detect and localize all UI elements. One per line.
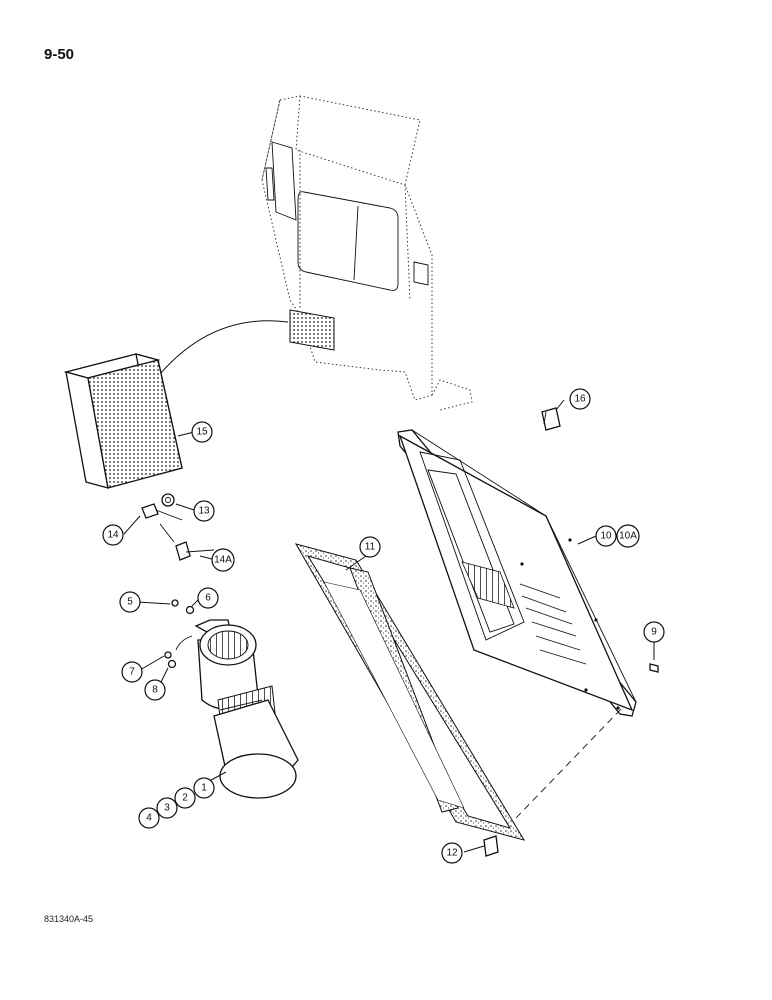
callout-label: 10: [600, 531, 612, 542]
callout-9: 9: [643, 621, 665, 643]
callout-5: 5: [119, 591, 141, 613]
alignment-line: [515, 707, 623, 819]
callout-6: 6: [197, 587, 219, 609]
callout-7: 7: [121, 661, 143, 683]
screw: [649, 663, 659, 673]
page-number: 9-50: [44, 46, 75, 63]
cab-phantom-outline: [261, 95, 473, 411]
washer-hole: [165, 497, 171, 503]
leader-lines: [123, 399, 655, 853]
callout-label: 16: [574, 394, 586, 405]
callout-10a: 10A: [616, 524, 640, 548]
callout-label: 8: [152, 685, 158, 696]
callout-10: 10: [595, 525, 617, 547]
panel-clip: [541, 407, 561, 431]
seal-frame: [294, 543, 526, 841]
callout-3: 3: [156, 797, 178, 819]
blower-motor-assembly: [194, 619, 299, 799]
callout-14: 14: [102, 524, 124, 546]
ground-wire: [175, 635, 193, 651]
washer: [161, 493, 175, 507]
filter-housing: [63, 353, 183, 489]
callout-label: 12: [446, 848, 458, 859]
callout-label: 3: [164, 803, 170, 814]
cab-door-window: [297, 191, 429, 291]
callout-12: 12: [441, 842, 463, 864]
cab-vent-grille: [289, 309, 335, 351]
callout-15: 15: [191, 421, 213, 443]
callout-label: 13: [198, 506, 210, 517]
callout-1: 1: [193, 777, 215, 799]
callout-label: 1: [201, 783, 207, 794]
callout-label: 2: [182, 793, 188, 804]
callout-label: 6: [205, 593, 211, 604]
callout-label: 4: [146, 813, 152, 824]
lock-washer: [185, 605, 195, 615]
cover-panel: [397, 429, 637, 717]
callout-4: 4: [138, 807, 160, 829]
bolt-14a: [159, 523, 215, 561]
callout-label: 15: [196, 427, 208, 438]
callout-label: 5: [127, 597, 133, 608]
callout-14a: 14A: [211, 548, 235, 572]
callout-label: 9: [651, 627, 657, 638]
callout-label: 14A: [214, 555, 232, 566]
callout-16: 16: [569, 388, 591, 410]
callout-11: 11: [359, 536, 381, 558]
callout-label: 11: [365, 542, 376, 553]
vent-location-arrow: [154, 320, 289, 381]
drawing-reference-code: 831340A-45: [44, 914, 94, 924]
callout-label: 10A: [619, 531, 637, 542]
callout-13: 13: [193, 500, 215, 522]
callout-label: 7: [129, 667, 135, 678]
cab-side-window: [265, 141, 297, 221]
callout-2: 2: [174, 787, 196, 809]
callout-8: 8: [144, 679, 166, 701]
nut: [171, 599, 179, 607]
flat-washer: [164, 651, 172, 659]
hex-nut: [167, 659, 177, 669]
callout-label: 14: [107, 530, 119, 541]
wing-bolt: [141, 503, 183, 521]
retainer: [483, 835, 499, 857]
